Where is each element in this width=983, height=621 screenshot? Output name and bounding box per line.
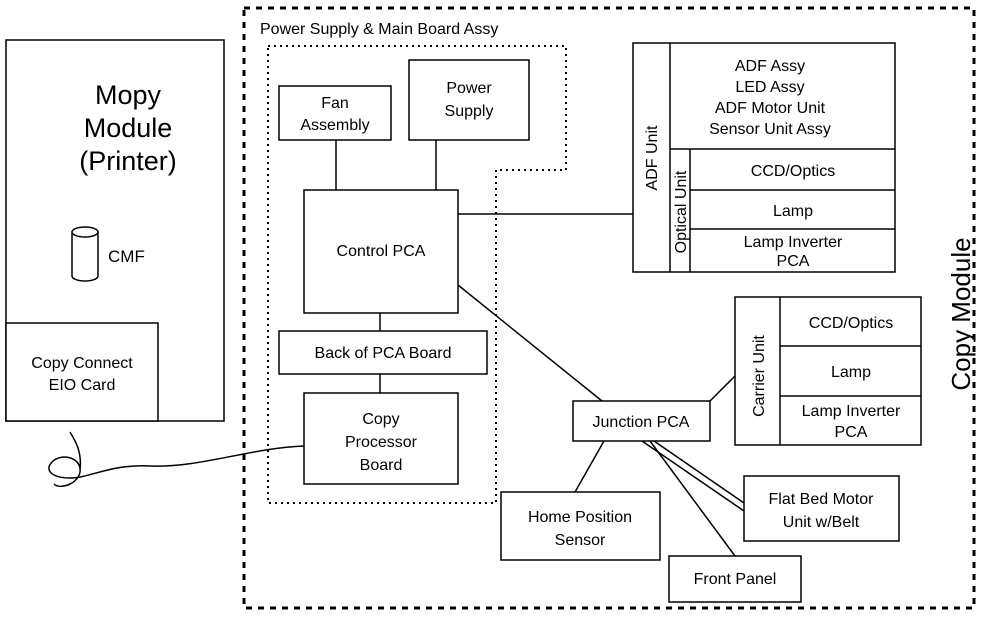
adf-item-0: ADF Assy	[735, 58, 805, 75]
carrier-ccd-label: CCD/Optics	[809, 315, 893, 332]
carrier-inverter-line1: Lamp Inverter	[802, 403, 901, 420]
cmf-cylinder-icon	[71, 226, 99, 282]
mopy-module-title-line3: (Printer)	[79, 146, 177, 176]
mopy-module-title-line2: Module	[84, 113, 173, 143]
copy-module-label: Copy Module	[946, 237, 976, 390]
adf-item-3: Sensor Unit Assy	[709, 121, 831, 138]
power-supply-box	[408, 59, 530, 141]
control-pca-label: Control PCA	[337, 243, 426, 260]
carrier-lamp-label: Lamp	[831, 364, 871, 381]
adf-unit-box	[632, 42, 896, 273]
copy-processor-line3: Board	[360, 457, 403, 474]
optical-inverter-line1: Lamp Inverter	[744, 234, 843, 251]
eio-card-box	[5, 322, 159, 422]
adf-unit-label: ADF Unit	[644, 125, 661, 190]
carrier-unit: Carrier Unit CCD/Optics Lamp Lamp Invert…	[734, 296, 922, 446]
optical-ccd-label: CCD/Optics	[751, 163, 835, 180]
power-supply-line1: Power	[446, 80, 492, 97]
optical-lamp-label: Lamp	[773, 203, 813, 220]
optical-unit-label: Optical Unit	[673, 170, 690, 253]
eio-cable-line	[48, 431, 305, 488]
copy-processor-line2: Processor	[345, 434, 418, 451]
junction-to-motor-line-b	[653, 440, 745, 504]
copy-processor-line1: Copy	[362, 411, 399, 428]
flat-bed-motor-line2: Unit w/Belt	[783, 514, 860, 531]
power-supply-line2: Supply	[445, 103, 494, 120]
junction-pca-box	[572, 400, 711, 442]
adf-item-1: LED Assy	[735, 79, 804, 96]
home-position-line2: Sensor	[555, 532, 606, 549]
junction-pca-label: Junction PCA	[593, 414, 690, 431]
junction-to-carrier-line	[709, 375, 736, 402]
front-panel-box	[668, 555, 802, 603]
connectors	[48, 140, 745, 557]
adf-item-2: ADF Motor Unit	[715, 100, 826, 117]
mopy-module-title-line1: Mopy	[95, 80, 162, 110]
adf-unit: ADF Unit ADF Assy LED Assy ADF Motor Uni…	[632, 42, 896, 273]
front-panel-label: Front Panel	[694, 571, 777, 588]
fan-assembly-box	[278, 85, 392, 141]
fan-assembly-line2: Assembly	[300, 117, 369, 134]
junction-to-home-line	[574, 440, 605, 493]
home-position-box	[500, 491, 661, 561]
eio-card-line2: EIO Card	[49, 377, 116, 394]
main-board-assy-label: Power Supply & Main Board Assy	[260, 21, 498, 38]
carrier-inverter-line2: PCA	[835, 424, 868, 441]
fan-assembly-line1: Fan	[321, 95, 349, 112]
copy-processor-box	[303, 392, 459, 485]
control-pca-box	[303, 189, 459, 314]
cmf-label: CMF	[108, 247, 145, 266]
main-board-assy-boundary	[267, 45, 567, 504]
copy-module-boundary	[242, 6, 976, 610]
junction-to-frontpanel-line	[649, 440, 736, 557]
control-to-junction-line	[457, 284, 603, 402]
carrier-unit-box	[734, 296, 922, 446]
flat-bed-motor-line1: Flat Bed Motor	[769, 491, 875, 508]
optical-inverter-line2: PCA	[777, 253, 810, 270]
flat-bed-motor-box	[743, 475, 900, 542]
back-of-pca-box	[278, 330, 488, 375]
mopy-module: Mopy Module (Printer) CMF Copy Connect E…	[5, 39, 225, 422]
home-position-line1: Home Position	[528, 509, 632, 526]
back-of-pca-label: Back of PCA Board	[315, 345, 452, 362]
carrier-unit-label: Carrier Unit	[751, 335, 768, 417]
eio-card-line1: Copy Connect	[31, 355, 133, 372]
